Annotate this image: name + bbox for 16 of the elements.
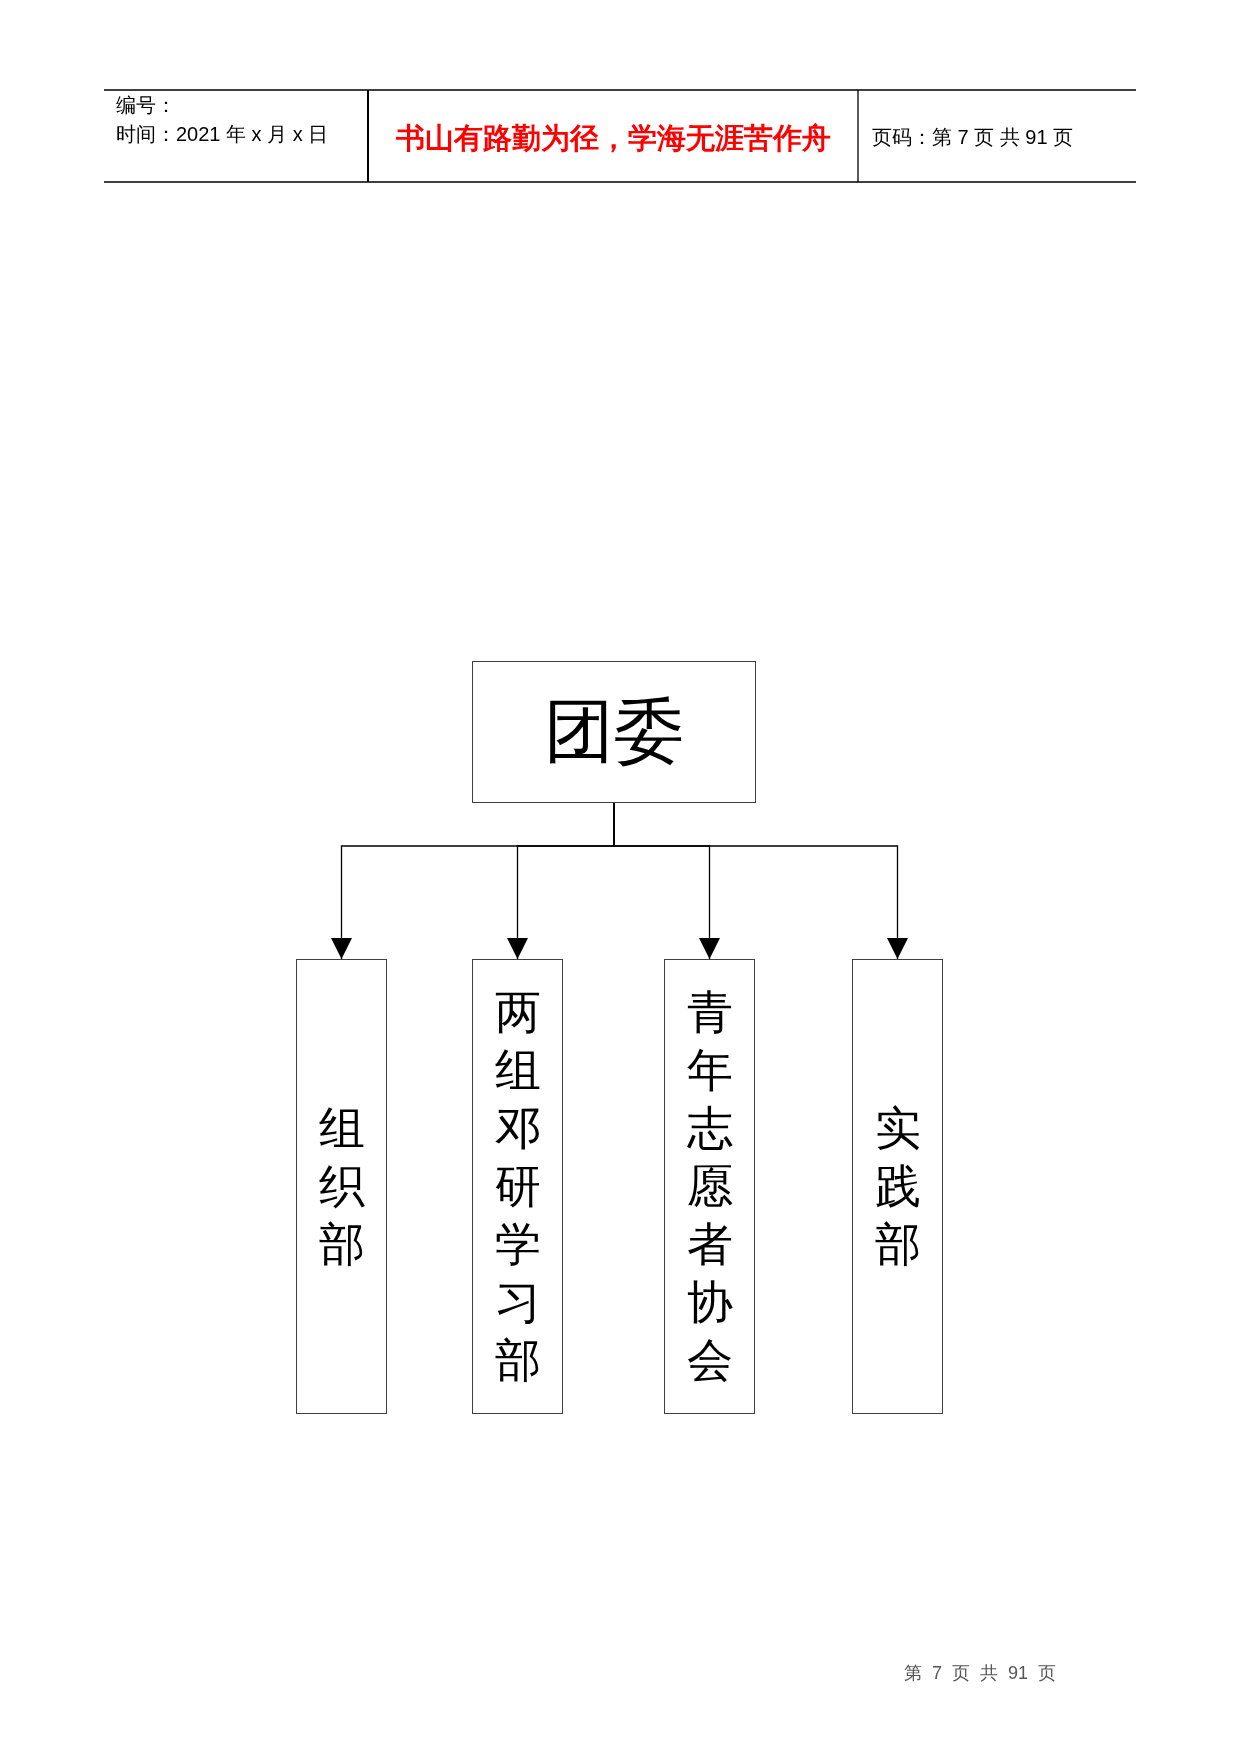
committee-box [472, 661, 756, 803]
department-box [852, 959, 943, 1414]
department-box [472, 959, 563, 1414]
department-label: 组织部 [318, 1101, 365, 1272]
department-label: 实践部 [874, 1101, 921, 1272]
department-box [296, 959, 387, 1414]
committee-title: 团委 [544, 692, 684, 772]
department-box [664, 959, 755, 1414]
page-footer: 第 7 页 共 91 页 [904, 1661, 1057, 1685]
department-label: 青年志愿者协会 [686, 985, 733, 1388]
department-label: 两组邓研学习部 [494, 985, 541, 1388]
number-field-label: 编号： [116, 93, 176, 118]
connector-arrow [613, 802, 908, 960]
date-field-label: 时间：2021 年 x 月 x 日 [116, 122, 329, 147]
page-number-label: 页码：第 7 页 共 91 页 [872, 125, 1074, 150]
motto-text: 书山有路勤为径，学海无涯苦作舟 [395, 121, 831, 156]
